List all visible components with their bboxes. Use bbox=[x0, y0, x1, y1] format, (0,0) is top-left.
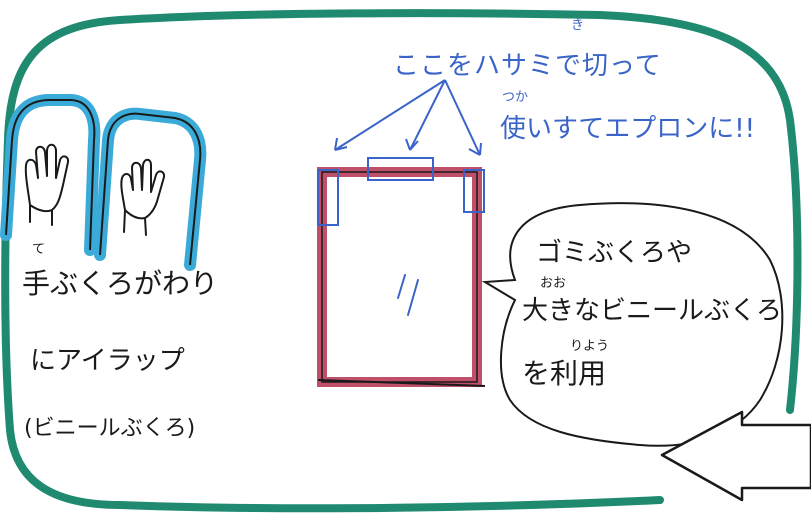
speech-bubble bbox=[481, 202, 784, 447]
gloves-line2: にアイラップ bbox=[30, 346, 185, 376]
use-as-apron-text: 使いすてエプロンに!! bbox=[500, 114, 756, 144]
gloves-furigana: て bbox=[32, 242, 46, 257]
use-furigana: つか bbox=[502, 90, 529, 105]
glove-left-icon bbox=[0, 94, 101, 256]
bubble-line3-furigana: りよう bbox=[570, 339, 610, 354]
bubble-line2: 大きなビニールぶくろ bbox=[522, 296, 783, 326]
bubble-line2-furigana: おお bbox=[540, 276, 567, 291]
bubble-line1: ゴミぶくろや bbox=[536, 238, 693, 268]
bubble-line3: を利用 bbox=[522, 357, 607, 390]
gloves-line1: 手ぶくろがわり bbox=[22, 267, 219, 300]
trash-bag-icon bbox=[317, 167, 486, 387]
scissors-cut-marks bbox=[317, 79, 485, 226]
cut-here-text: ここをハサミで切って bbox=[393, 51, 662, 81]
arrow-left-icon bbox=[660, 410, 811, 502]
glove-right-icon bbox=[94, 107, 207, 271]
cut-furigana: き bbox=[571, 18, 585, 33]
gloves-line3: (ビニールぶくろ) bbox=[24, 416, 196, 441]
green-frame-outline bbox=[1, 9, 802, 513]
